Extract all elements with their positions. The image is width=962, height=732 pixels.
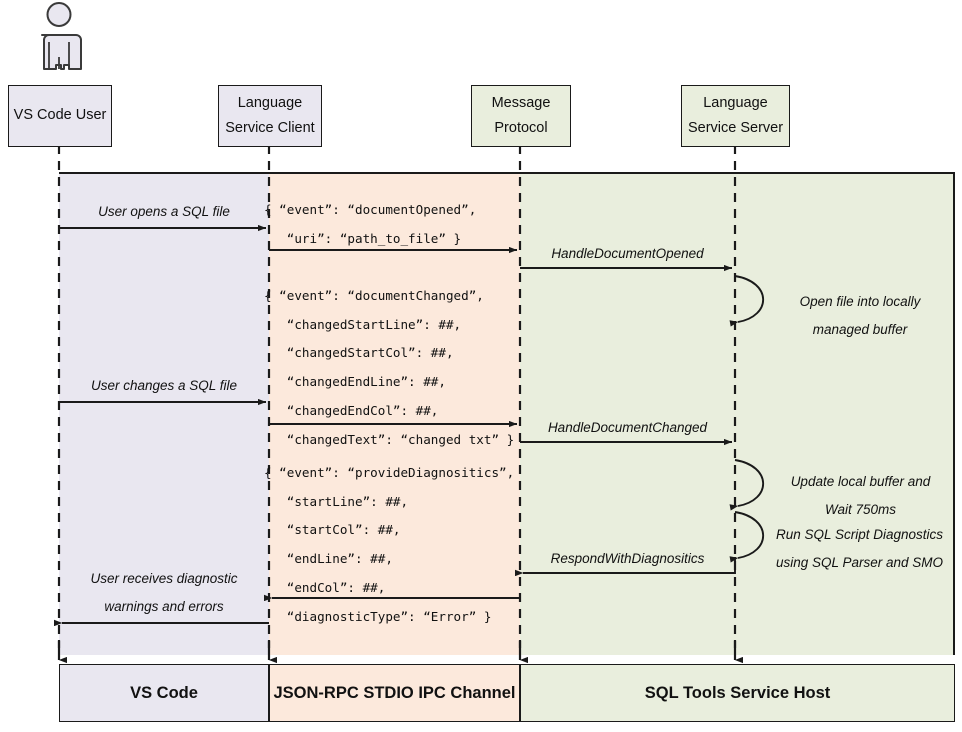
participant-label-line1: VS Code User [13,107,107,124]
footer-vs-code[interactable]: VS Code [59,664,269,722]
participant-label-line2: Protocol [494,120,548,136]
band-ipc [269,172,520,655]
participant-label-line2: Service Server [687,120,784,136]
message-arrows [54,224,736,627]
participant-label-line2: Service Client [225,120,315,136]
footer-sql-tools-service-host[interactable]: SQL Tools Service Host [520,664,955,722]
arrow-respond-with-diagnostics [515,557,736,577]
footer-label: SQL Tools Service Host [644,683,831,702]
band-host [520,172,955,655]
payload-document-opened: { “event”: “documentOpened”, “uri”: “pat… [264,202,477,246]
vs-code-user-actor [41,2,82,70]
lifeline-terminators [57,640,744,664]
payload-document-changed: { “event”: “documentChanged”, “changedSt… [264,288,515,447]
participant-label-line1: Message [491,94,551,111]
participant-language-service-server[interactable]: Language Service Server [681,85,790,147]
self-loop-arrows [729,275,764,563]
note-update-buffer-wait: Update local buffer and Wait 750ms [790,474,931,517]
self-loop-open-file [729,275,764,327]
footer-label: VS Code [130,683,198,702]
note-open-file-into-buffer: Open file into locally managed buffer [799,294,921,337]
footer-label: JSON-RPC STDIO IPC Channel [273,683,516,702]
participant-label-line1: Language [237,94,303,111]
participant-vs-code-user[interactable]: VS Code User [8,85,112,147]
note-run-sql-diagnostics: Run SQL Script Diagnostics using SQL Par… [775,527,944,570]
self-loop-update-buffer [729,459,764,511]
participant-message-protocol[interactable]: Message Protocol [471,85,571,147]
participant-label-line1: Language [703,94,768,111]
band-vscode [59,172,269,655]
participant-language-service-client[interactable]: Language Service Client [218,85,322,147]
footer-json-rpc-stdio-ipc-channel[interactable]: JSON-RPC STDIO IPC Channel [269,664,520,722]
payload-provide-diagnostics: { “event”: “provideDiagnositics”, “start… [264,465,515,624]
self-loop-run-diagnostics [729,511,764,563]
